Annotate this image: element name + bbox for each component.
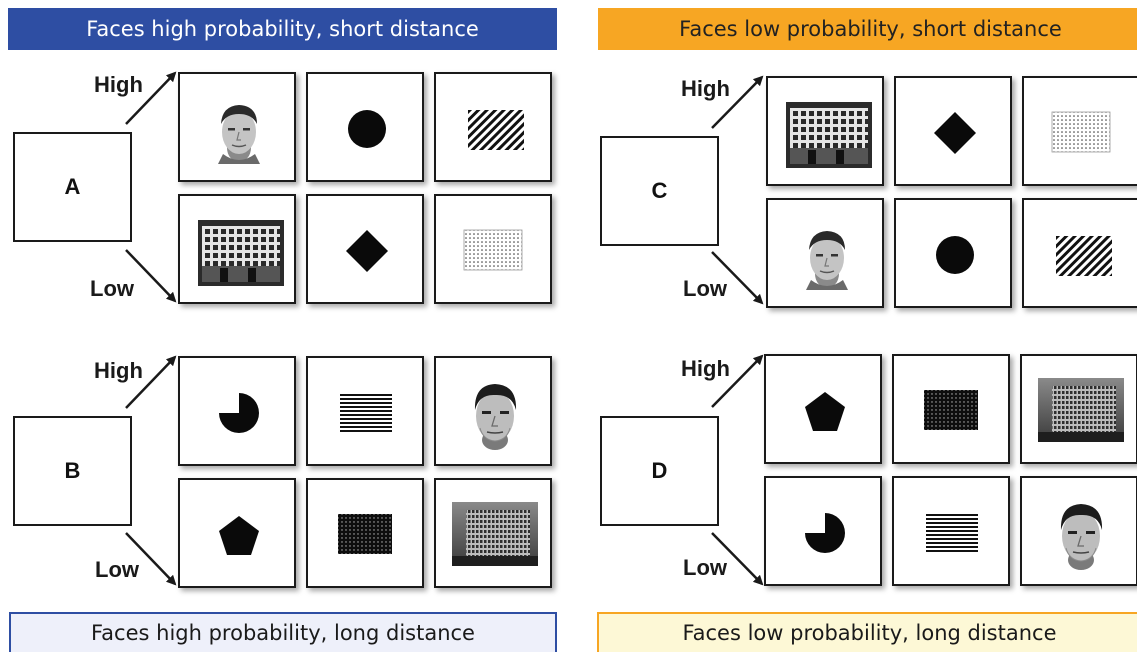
stimulus-face-boy	[218, 105, 260, 164]
banner-panel-d: Faces low probability, long distance	[597, 612, 1137, 652]
stim-box	[434, 478, 552, 588]
stim-box	[766, 198, 884, 308]
stim-box	[178, 194, 296, 304]
high-label: High	[681, 356, 730, 381]
cue-box-a: A	[13, 132, 132, 242]
stim-box	[894, 198, 1012, 308]
cue-letter: C	[651, 178, 668, 203]
stimulus-building-photo	[198, 220, 284, 286]
low-label: Low	[683, 276, 727, 301]
cue-box-b: B	[13, 416, 132, 526]
stim-box	[892, 476, 1010, 586]
high-label: High	[94, 72, 143, 97]
stim-box	[178, 478, 296, 588]
stimulus-pacman	[805, 513, 845, 553]
stimulus-circle	[936, 236, 974, 274]
stim-box	[306, 356, 424, 466]
stimulus-horizontal-stripes	[340, 394, 392, 434]
stim-box	[306, 72, 424, 182]
stimulus-pacman	[219, 393, 259, 433]
banner-panel-a: Faces high probability, short distance	[8, 8, 557, 50]
stim-box	[892, 354, 1010, 464]
stimulus-horizontal-stripes	[926, 514, 978, 554]
stim-box	[178, 356, 296, 466]
stimulus-dot-grid	[463, 229, 523, 271]
banner-panel-c: Faces low probability, short distance	[598, 8, 1137, 50]
stimulus-diamond	[934, 112, 976, 154]
stimulus-building-photo	[786, 102, 872, 168]
stimulus-tall-building-photo	[452, 502, 538, 566]
banner-title: Faces high probability, short distance	[86, 17, 479, 41]
low-label: Low	[683, 555, 727, 580]
stim-box	[434, 356, 552, 466]
stim-box	[1020, 354, 1137, 464]
high-label: High	[681, 76, 730, 101]
low-label: Low	[95, 557, 139, 582]
stimulus-circle	[348, 110, 386, 148]
stim-box	[1020, 476, 1137, 586]
cue-box-c: C	[600, 136, 719, 246]
cue-box-d: D	[600, 416, 719, 526]
cue-letter: A	[64, 174, 81, 199]
stimulus-tall-building-photo	[1038, 378, 1124, 442]
stimulus-diamond	[346, 230, 388, 272]
low-label: Low	[90, 276, 134, 301]
stimulus-pentagon	[219, 516, 259, 555]
stim-box	[1022, 198, 1137, 308]
cue-letter: D	[651, 458, 668, 483]
cue-letter: B	[64, 458, 81, 483]
banner-panel-b: Faces high probability, long distance	[9, 612, 557, 652]
stimulus-diagonal-stripes	[1056, 236, 1112, 276]
stim-box	[306, 194, 424, 304]
stim-box	[764, 354, 882, 464]
banner-title: Faces low probability, short distance	[679, 17, 1062, 41]
stim-box	[434, 194, 552, 304]
stimulus-dense-dots	[338, 514, 392, 554]
stim-box	[434, 72, 552, 182]
stimulus-pentagon	[805, 392, 845, 431]
stim-box	[178, 72, 296, 182]
stimulus-face-man	[474, 384, 517, 450]
stim-box	[894, 76, 1012, 186]
stimulus-dot-grid	[1051, 111, 1111, 153]
stim-box	[764, 476, 882, 586]
banner-title: Faces high probability, long distance	[91, 621, 475, 645]
stim-box	[766, 76, 884, 186]
stim-box	[306, 478, 424, 588]
high-label: High	[94, 358, 143, 383]
stim-box	[1022, 76, 1137, 186]
stimulus-diagonal-stripes	[468, 110, 524, 150]
stimulus-face-man	[1060, 504, 1103, 570]
stimulus-dense-dots	[924, 390, 978, 430]
stimulus-face-boy	[806, 231, 848, 290]
banner-title: Faces low probability, long distance	[682, 621, 1057, 645]
